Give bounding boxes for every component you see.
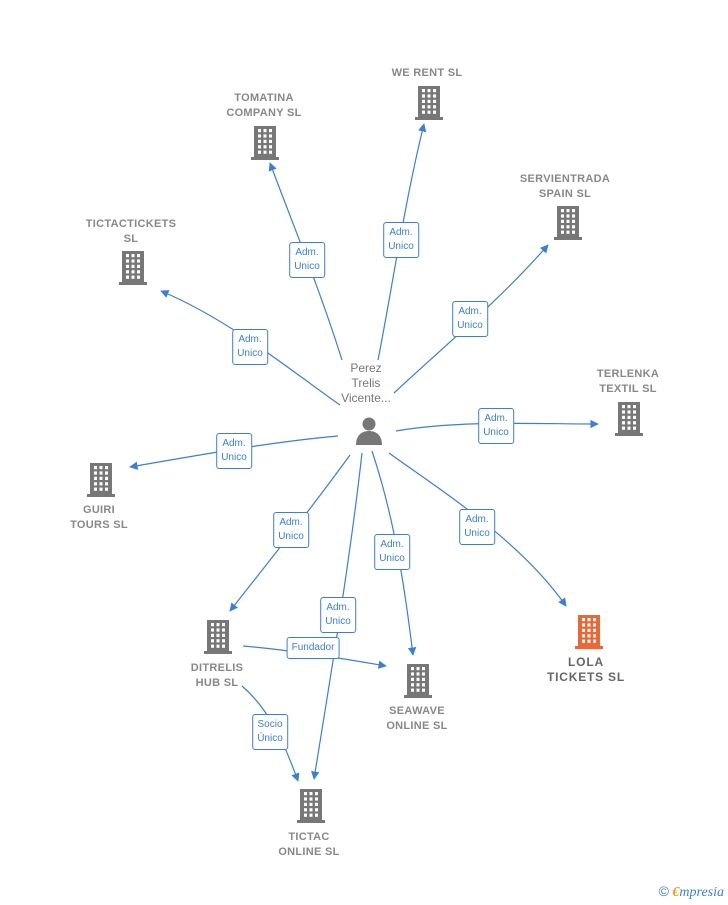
relation-label-line: Adm. <box>389 227 413 238</box>
company-label-line: TOURS SL <box>70 519 128 531</box>
company-label-servientrada[interactable]: SERVIENTRADA SPAIN SL <box>520 172 610 202</box>
relation-label-line: Adm. <box>465 514 489 525</box>
building-icon[interactable] <box>573 615 605 654</box>
relation-label-line: Adm. <box>238 334 262 345</box>
building-icon[interactable] <box>413 86 445 125</box>
person-icon[interactable] <box>354 415 384 445</box>
relation-label-line: Unico <box>388 241 414 252</box>
building-icon[interactable] <box>295 789 327 828</box>
person-name-line: Perez <box>350 361 382 375</box>
relation-label-tomatina[interactable]: Adm. Unico <box>289 242 325 278</box>
building-icon[interactable] <box>249 126 281 165</box>
relation-label-line: Adm. <box>326 602 350 613</box>
relation-label-line: Unico <box>278 531 304 542</box>
copyright-symbol: © <box>658 883 669 899</box>
relation-label-tictac[interactable]: Adm. Unico <box>320 597 356 633</box>
company-label-guiri[interactable]: GUIRI TOURS SL <box>70 503 128 533</box>
relation-label-line: Unico <box>294 261 320 272</box>
building-icon[interactable] <box>552 206 584 245</box>
company-label-line: TEXTIL SL <box>599 383 657 395</box>
company-label-line: SERVIENTRADA <box>519 173 611 185</box>
company-label-we-rent[interactable]: WE RENT SL <box>392 66 463 81</box>
person-name[interactable]: Perez Trelis Vicente... <box>341 361 391 406</box>
person-name-line: Vicente... <box>341 391 391 405</box>
company-label-line: TICKETS SL <box>546 670 626 684</box>
company-label-terlenka[interactable]: TERLENKA TEXTIL SL <box>597 367 659 397</box>
person-name-line: Trelis <box>351 376 381 390</box>
relation-label-line: Adm. <box>295 247 319 258</box>
relation-label-line: Unico <box>483 427 509 438</box>
company-label-line: ONLINE SL <box>386 720 448 732</box>
company-label-seawave[interactable]: SEAWAVE ONLINE SL <box>386 704 447 734</box>
company-label-line: TICTAC <box>288 831 330 843</box>
company-label-ditrelis[interactable]: DITRELIS HUB SL <box>191 661 244 691</box>
company-label-tictactickets[interactable]: TICTACTICKETS SL <box>86 217 176 247</box>
company-label-line: LOLA <box>568 655 604 669</box>
relation-label-line: Socio <box>257 719 283 730</box>
company-label-line: HUB SL <box>195 677 239 689</box>
relation-label-line: Adm. <box>458 306 482 317</box>
relation-label-tictactickets[interactable]: Adm. Unico <box>232 329 268 365</box>
relation-label-line: Unico <box>237 348 263 359</box>
building-icon[interactable] <box>85 463 117 502</box>
brand-initial: € <box>672 885 680 900</box>
company-label-line: DITRELIS <box>190 662 244 674</box>
company-label-line: TERLENKA <box>596 368 660 380</box>
building-icon[interactable] <box>613 402 645 441</box>
relation-label-terlenka[interactable]: Adm. Unico <box>478 408 514 444</box>
building-icon[interactable] <box>117 251 149 290</box>
company-label-line: TICTACTICKETS <box>85 218 177 230</box>
company-label-line: SEAWAVE <box>389 705 445 717</box>
relation-label-line: Unico <box>221 452 247 463</box>
relation-label-line: Unico <box>464 528 490 539</box>
company-label-line: COMPANY SL <box>226 107 302 119</box>
relation-label-line: Unico <box>379 553 405 564</box>
copyright-notice: © €mpresia <box>659 883 724 901</box>
relation-label-line: Adm. <box>222 438 246 449</box>
company-label-tomatina[interactable]: TOMATINA COMPANY SL <box>226 91 301 121</box>
relation-label-line: Unico <box>325 616 351 627</box>
brand-name: mpresia <box>679 885 724 900</box>
relation-label-line: Adm. <box>380 539 404 550</box>
relation-label-line: Fundador <box>291 642 335 653</box>
relation-label-line: Único <box>257 733 283 744</box>
relation-label-ditrelis[interactable]: Adm. Unico <box>273 512 309 548</box>
relation-label-line: Unico <box>457 320 483 331</box>
relation-label-servientrada[interactable]: Adm. Unico <box>452 301 488 337</box>
relation-label-lola[interactable]: Adm. Unico <box>459 509 495 545</box>
company-label-line: SL <box>123 233 139 245</box>
relation-label-we-rent[interactable]: Adm. Unico <box>383 222 419 258</box>
company-label-tictac[interactable]: TICTAC ONLINE SL <box>278 830 339 860</box>
company-label-line: ONLINE SL <box>278 846 340 858</box>
company-label-line: GUIRI <box>82 504 116 516</box>
relation-label-seawave[interactable]: Adm. Unico <box>374 534 410 570</box>
company-label-line: SPAIN SL <box>538 188 592 200</box>
company-label-line: WE RENT SL <box>391 67 463 79</box>
relation-label-line: Adm. <box>279 517 303 528</box>
relation-label-fundador[interactable]: Fundador <box>286 637 340 659</box>
company-label-line: TOMATINA <box>234 92 294 104</box>
building-icon[interactable] <box>202 620 234 659</box>
building-icon[interactable] <box>402 664 434 703</box>
relation-label-guiri[interactable]: Adm. Unico <box>216 433 252 469</box>
relation-label-line: Adm. <box>484 413 508 424</box>
